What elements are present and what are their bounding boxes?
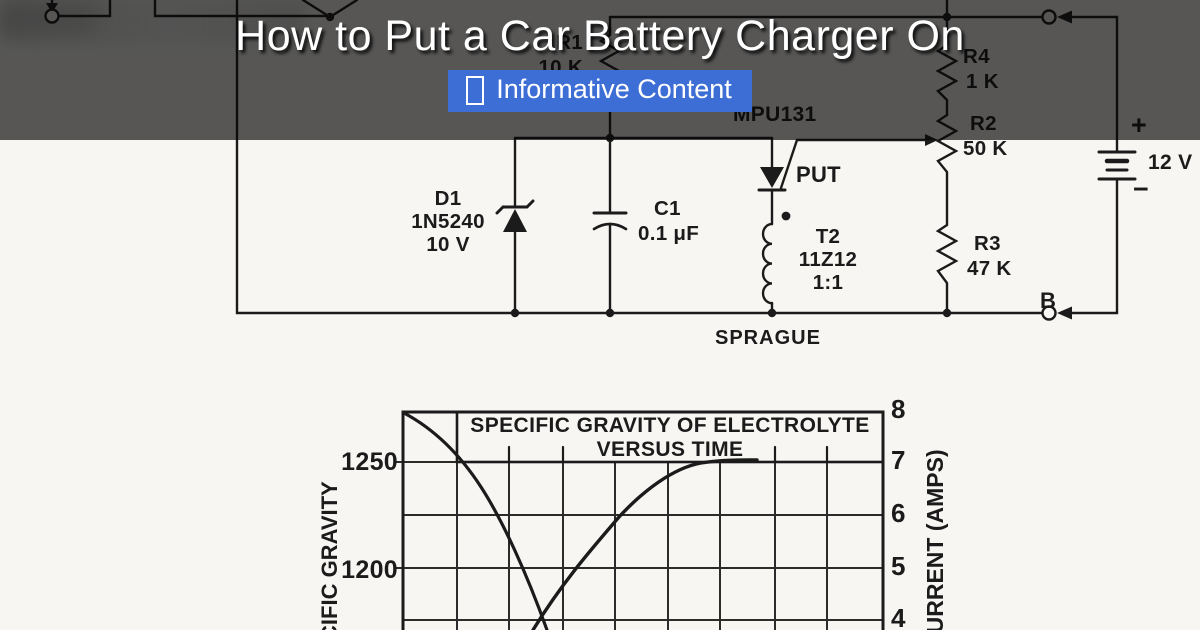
zener-d1-symbol	[495, 136, 535, 318]
right-tick-8: 8	[891, 394, 906, 424]
left-axis-title: SPECIFIC GRAVITY	[317, 481, 342, 630]
put-label: PUT	[796, 162, 841, 187]
terminal-b-circle	[1041, 305, 1057, 321]
plot-frame	[401, 410, 885, 630]
winding-polarity-dot	[781, 211, 791, 221]
battery-minus-label: −	[1133, 174, 1150, 204]
graph-title-box	[455, 410, 885, 464]
t2-name: T2	[815, 225, 841, 248]
right-axis-title: CURRENT (AMPS)	[922, 449, 948, 630]
t2-ratio: 1:1	[812, 271, 844, 294]
r2-value: 50 K	[963, 137, 1008, 160]
coil-symbol	[761, 222, 774, 305]
electrolyte-graph: SPECIFIC GRAVITY CURRENT (AMPS)	[317, 410, 948, 630]
d1-part: 1N5240	[411, 210, 485, 233]
capacitor-c1-symbol	[592, 136, 628, 318]
d1-label: D1 1N5240 10 V	[398, 187, 498, 256]
sprague-brand-label: SPRAGUE	[715, 327, 821, 349]
title-box-ticks	[507, 445, 829, 464]
title-banner: How to Put a Car Battery Charger On Info…	[0, 0, 1200, 140]
c1-value: 0.1 μF	[638, 222, 700, 245]
d1-value: 10 V	[426, 233, 470, 256]
left-tick-1200: 1200	[341, 556, 398, 584]
terminal-b-label: B	[1040, 288, 1057, 313]
put-and-transformer-t2-symbol	[757, 134, 938, 318]
d1-name: D1	[434, 187, 462, 210]
card-title: How to Put a Car Battery Charger On	[235, 12, 965, 60]
graph-title-line1: SPECIFIC GRAVITY OF ELECTROLYTE	[470, 414, 870, 437]
right-tick-5: 5	[891, 551, 906, 581]
right-tick-7: 7	[891, 445, 906, 475]
specific-gravity-curve	[402, 411, 549, 630]
left-tick-1250: 1250	[341, 448, 398, 476]
r3-value: 47 K	[967, 257, 1012, 280]
arrow-left-icon	[1057, 306, 1072, 320]
category-badge: Informative Content	[448, 70, 752, 112]
graph-title-line2: VERSUS TIME	[596, 438, 744, 461]
t2-part: 11Z12	[798, 248, 858, 271]
battery-symbol	[1097, 150, 1137, 181]
put-triangle	[760, 167, 784, 188]
c1-label: C1	[654, 197, 681, 220]
right-tick-4: 4	[891, 603, 906, 630]
charging-current-curve	[531, 458, 759, 630]
category-badge-label: Informative Content	[496, 74, 732, 104]
battery-voltage-label: 12 V	[1148, 151, 1193, 174]
r3-label: R3	[974, 232, 1001, 255]
t2-label: T2 11Z12 1:1	[778, 225, 878, 294]
right-tick-6: 6	[891, 498, 906, 528]
missing-glyph-box-icon	[466, 76, 485, 105]
